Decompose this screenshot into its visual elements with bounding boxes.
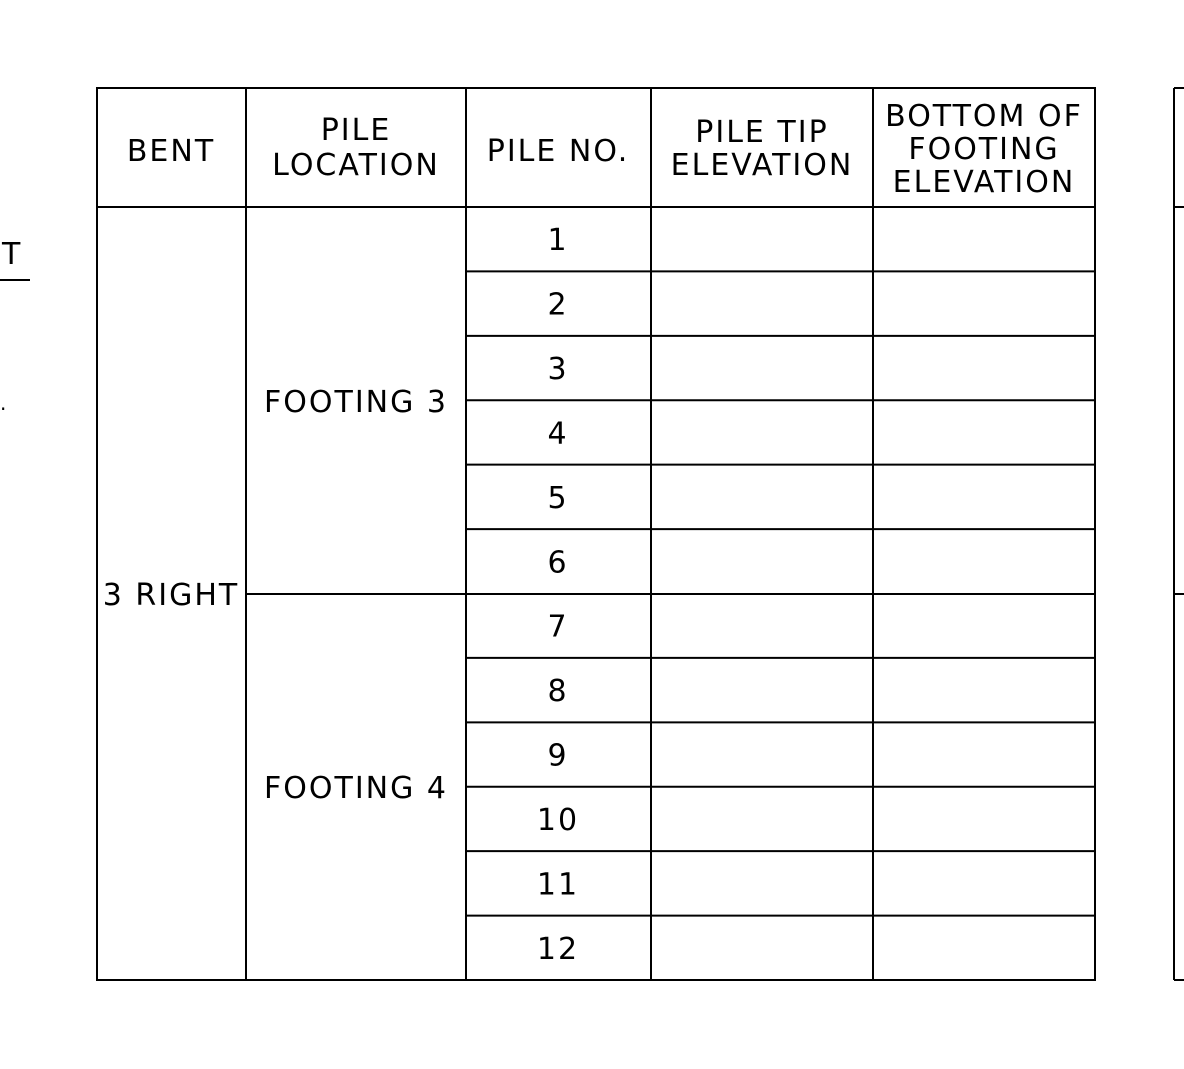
bent-cell: 3 RIGHT	[103, 578, 239, 613]
pile-number-cell: 9	[547, 739, 568, 774]
footing-label: FOOTING 3	[264, 385, 448, 420]
header-pile-location-line1: PILE	[321, 113, 392, 148]
header-pile-no: PILE NO.	[487, 134, 630, 169]
footing-label: FOOTING 4	[264, 771, 448, 806]
header-bottom-footing-line3: ELEVATION	[893, 165, 1076, 200]
table-border	[96, 87, 1096, 981]
table-header: BENT PILE LOCATION PILE NO. PILE TIP ELE…	[127, 99, 1083, 200]
pile-schedule-table	[96, 87, 1096, 981]
pile-number-cell: 7	[547, 610, 568, 645]
header-bent: BENT	[127, 134, 215, 169]
left-fragment-letter: T	[1, 237, 22, 272]
header-bottom-footing-line1: BOTTOM OF	[885, 99, 1083, 134]
pile-number-cell: 12	[537, 932, 579, 967]
header-pile-tip-line1: PILE TIP	[695, 115, 828, 150]
left-fragment-mark: .	[0, 391, 8, 415]
pile-number-cell: 10	[537, 803, 579, 838]
right-table-fragment	[1173, 87, 1184, 981]
pile-number-cell: 11	[537, 867, 579, 902]
header-bottom-footing-line2: FOOTING	[908, 132, 1059, 167]
pile-number-cell: 8	[547, 674, 568, 709]
pile-number-cell: 5	[547, 481, 568, 516]
pile-number-cell: 2	[547, 288, 568, 323]
header-pile-location-line2: LOCATION	[272, 148, 440, 183]
pile-number-cell: 3	[547, 352, 568, 387]
pile-number-cell: 6	[547, 545, 568, 580]
pile-number-cell: 1	[547, 223, 568, 258]
pile-number-cell: 4	[547, 416, 568, 451]
header-pile-tip-line2: ELEVATION	[671, 148, 854, 183]
